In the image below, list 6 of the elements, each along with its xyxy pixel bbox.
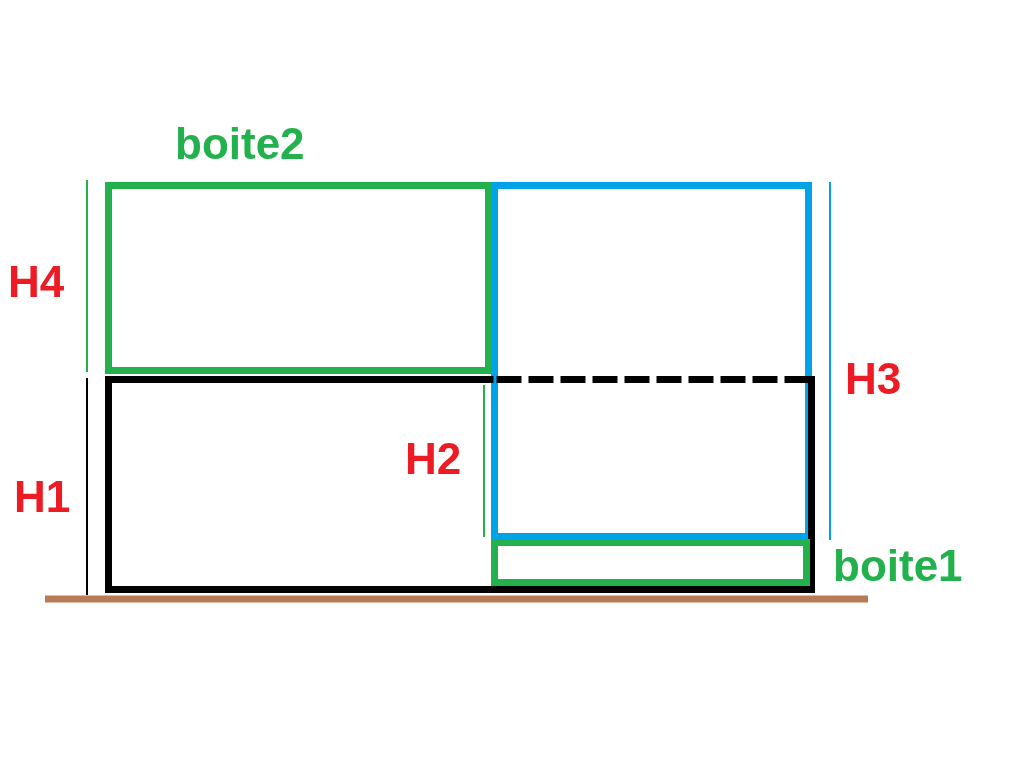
dimension-label: H3 — [845, 357, 902, 401]
box-title: boite2 — [175, 122, 305, 166]
dimension-label: H1 — [14, 475, 71, 519]
dimension-label: H4 — [8, 260, 65, 304]
dimension-label: H2 — [405, 437, 462, 481]
box-title: boite1 — [833, 544, 963, 588]
